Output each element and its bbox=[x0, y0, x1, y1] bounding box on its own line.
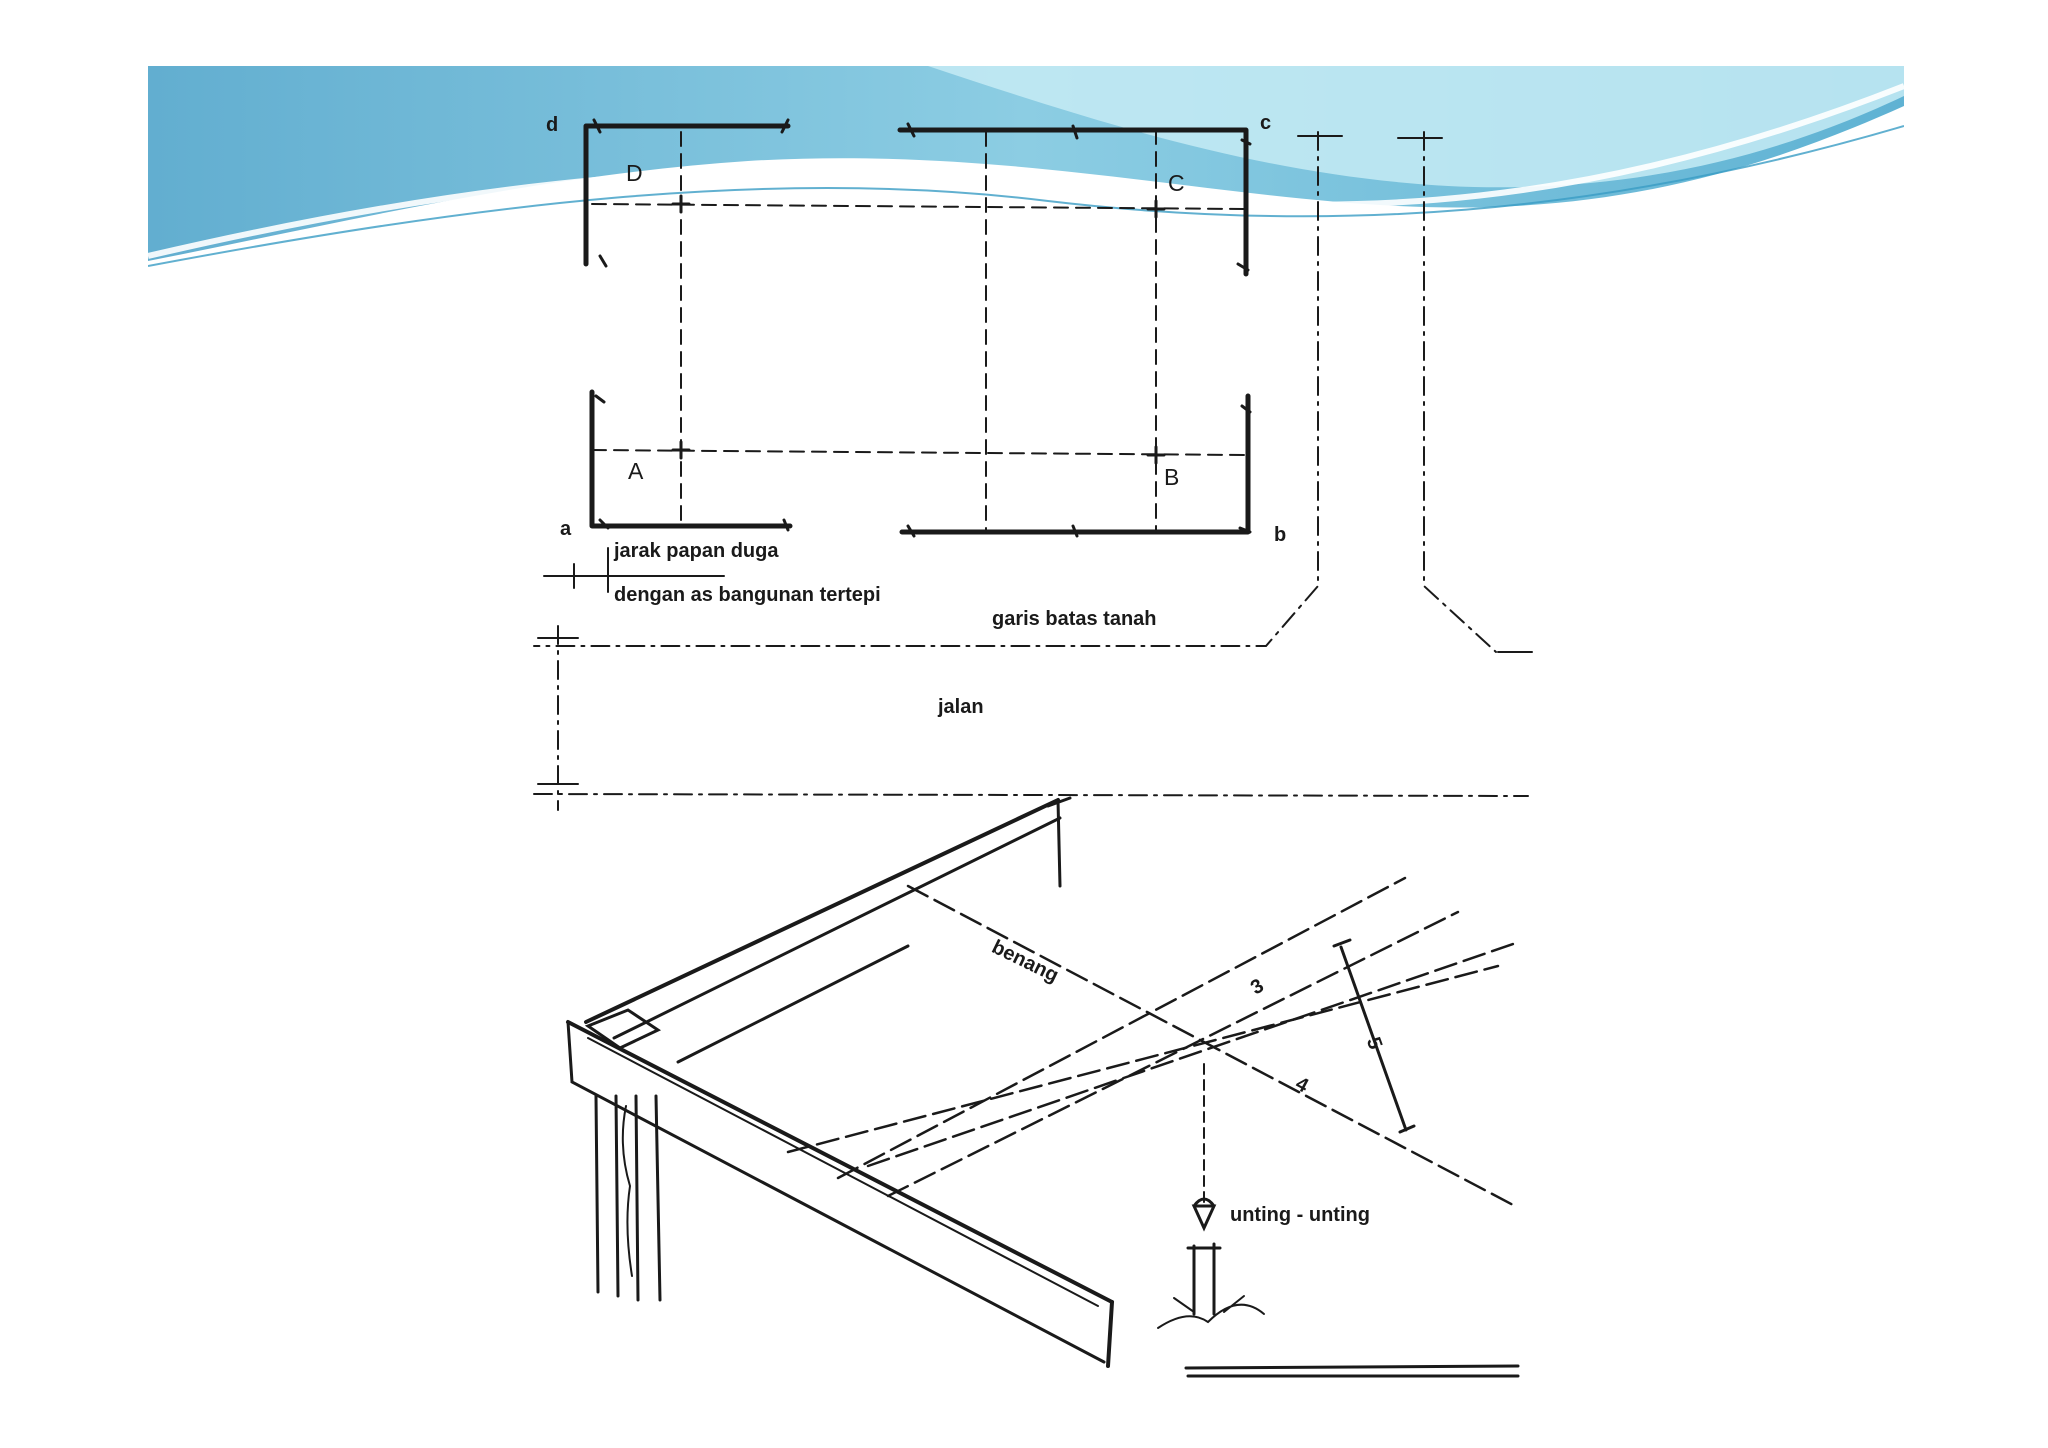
triangle-ticks bbox=[1332, 938, 1416, 1134]
board-front-end bbox=[1106, 1300, 1114, 1368]
zone-label-a: A bbox=[628, 458, 644, 484]
isometric-view bbox=[566, 796, 1520, 1378]
dimension-marker bbox=[543, 547, 725, 593]
banner-thin-streak bbox=[148, 125, 1904, 267]
board-top-right bbox=[897, 127, 1249, 277]
ground-line bbox=[1184, 1364, 1520, 1378]
board-top-left bbox=[583, 123, 791, 267]
board-bottom-left bbox=[589, 389, 793, 529]
plumb-bob bbox=[1191, 1197, 1217, 1232]
garis-batas-label: garis batas tanah bbox=[992, 608, 1157, 630]
banner-light-wave bbox=[928, 66, 1904, 188]
ground-tufts bbox=[1157, 1295, 1265, 1329]
dengan-label: dengan as bangunan tertepi bbox=[614, 584, 881, 606]
triangle-345 bbox=[1339, 945, 1408, 1132]
slide: d c a b D C A B jarak papan duga dengan … bbox=[148, 66, 1904, 1384]
zone-label-d: D bbox=[626, 160, 643, 186]
jalan-label: jalan bbox=[938, 696, 984, 718]
board-front-shadow bbox=[587, 1037, 1099, 1307]
corner-label-d: d bbox=[546, 114, 559, 136]
board-back-end bbox=[1046, 796, 1072, 888]
unting-label: unting - unting bbox=[1230, 1204, 1370, 1226]
plan-view bbox=[533, 118, 1533, 811]
board-front-face bbox=[566, 1020, 1106, 1364]
axis-lines bbox=[591, 129, 1247, 533]
banner-white-streak bbox=[148, 83, 1904, 259]
board-back-inner bbox=[676, 944, 910, 1064]
zone-label-b: B bbox=[1164, 464, 1180, 490]
post-grain bbox=[621, 1105, 633, 1277]
post bbox=[594, 1094, 662, 1302]
stake bbox=[1186, 1242, 1222, 1316]
board-back-top bbox=[584, 798, 1060, 1024]
corner-label-b: b bbox=[1274, 524, 1287, 546]
board-bottom-right bbox=[899, 393, 1251, 535]
nail-marks bbox=[592, 118, 1252, 538]
corner-block bbox=[584, 1008, 662, 1050]
wave-banner bbox=[148, 66, 1904, 267]
boundary-lines bbox=[533, 131, 1529, 811]
benang-lines bbox=[786, 876, 1517, 1208]
corner-label-c: c bbox=[1260, 112, 1272, 134]
setting-out-diagram bbox=[533, 118, 1533, 1378]
jarak-label: jarak papan duga bbox=[614, 540, 779, 562]
boundary-ticks bbox=[537, 135, 1533, 785]
zone-label-c: C bbox=[1168, 170, 1185, 196]
axis-crosses bbox=[671, 194, 1166, 465]
corner-label-a: a bbox=[560, 518, 572, 540]
board-back-bottom bbox=[612, 816, 1062, 1040]
board-front-top bbox=[566, 1020, 1114, 1304]
